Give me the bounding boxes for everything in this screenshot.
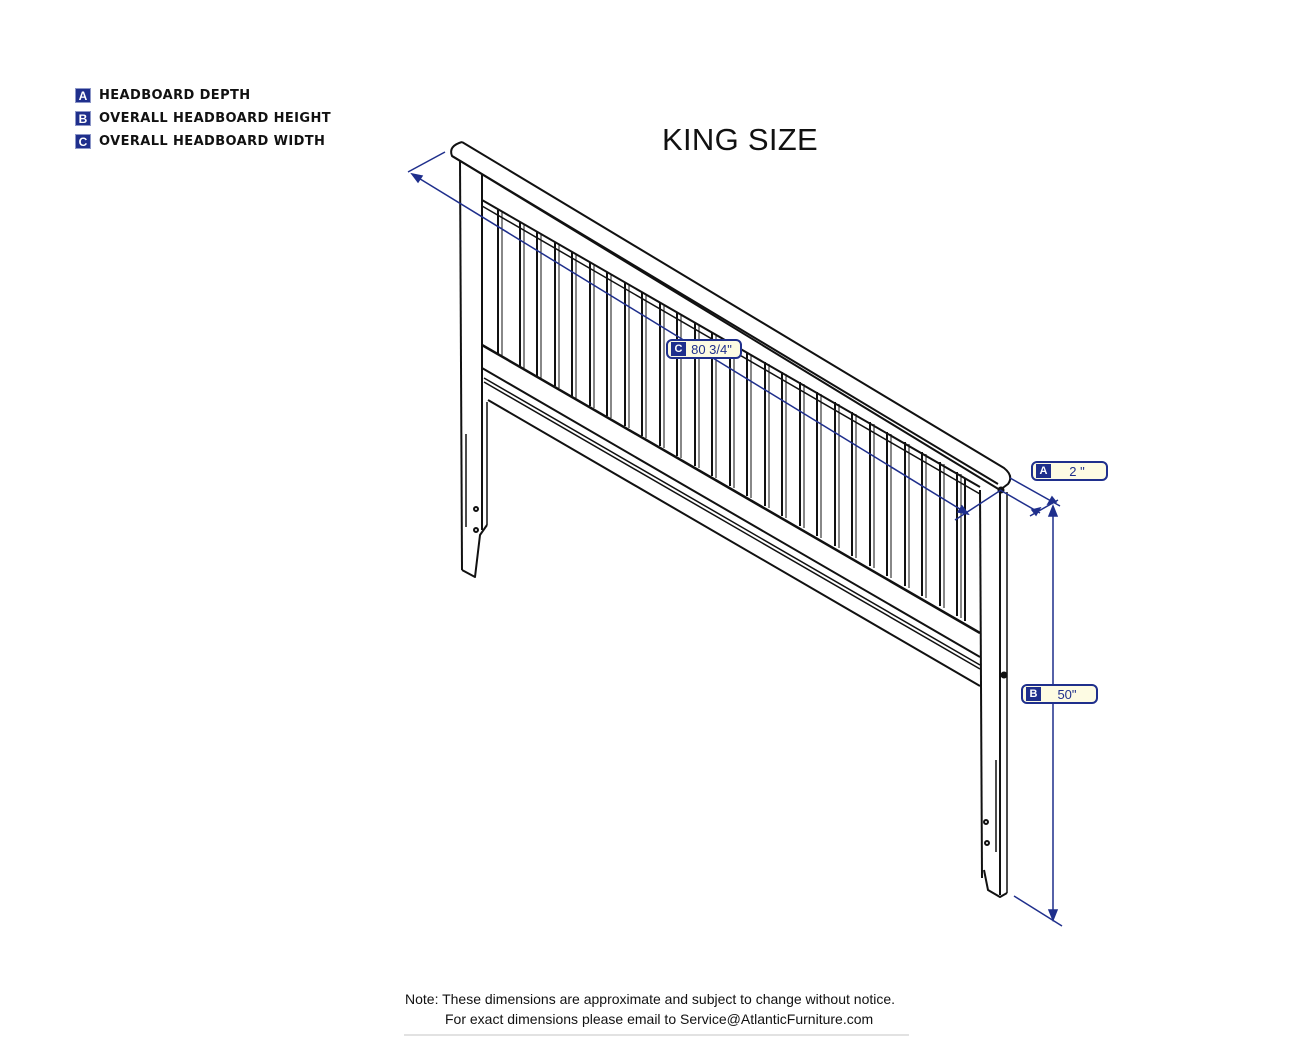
height-callout: B 50" [1021,684,1098,704]
disclaimer-note: Note: These dimensions are approximate a… [405,989,895,1029]
width-callout: C 80 3/4" [666,339,742,359]
dimension-legend: A HEADBOARD DEPTH B OVERALL HEADBOARD HE… [75,84,331,153]
width-value: 80 3/4" [691,341,732,357]
legend-label: OVERALL HEADBOARD HEIGHT [99,111,332,126]
letter-b-badge: B [75,111,91,126]
headboard-slats [497,210,966,621]
legend-item-width: C OVERALL HEADBOARD WIDTH [75,130,331,153]
legend-item-height: B OVERALL HEADBOARD HEIGHT [75,107,331,130]
letter-c-badge: C [75,134,91,149]
depth-callout: A 2 " [1031,461,1108,481]
height-value: 50" [1057,686,1077,702]
letter-c-badge: C [671,342,686,356]
legend-item-depth: A HEADBOARD DEPTH [75,84,331,107]
letter-a-badge: A [1036,464,1051,478]
depth-value: 2 " [1069,463,1085,479]
legend-label: HEADBOARD DEPTH [99,88,251,103]
page-title: KING SIZE [662,122,819,157]
divider [404,1034,909,1036]
letter-b-badge: B [1026,687,1041,701]
legend-label: OVERALL HEADBOARD WIDTH [99,134,326,149]
dimension-lines [407,151,1063,927]
letter-a-badge: A [75,88,91,103]
note-line-2: For exact dimensions please email to Ser… [445,1011,874,1027]
note-line-1: Note: These dimensions are approximate a… [405,991,896,1007]
